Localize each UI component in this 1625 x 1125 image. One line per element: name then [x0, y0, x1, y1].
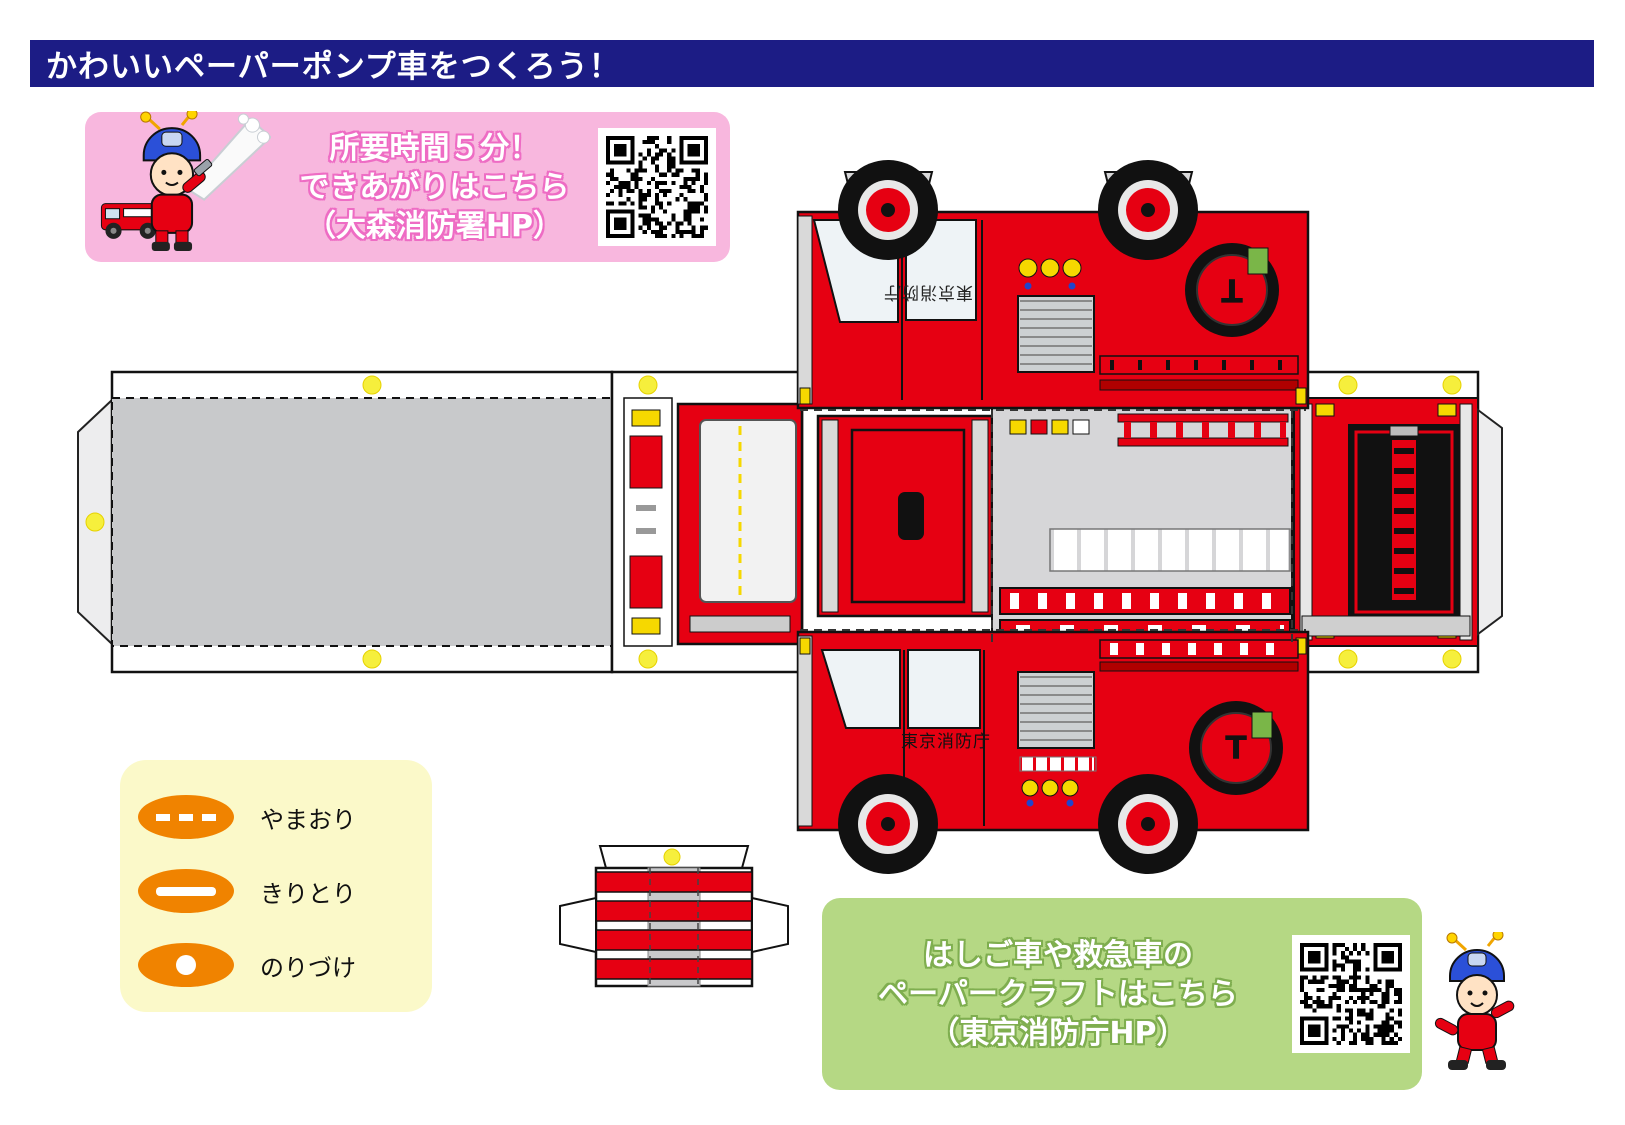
mountain-fold-icon [138, 795, 234, 839]
hose-reel: T [1185, 243, 1279, 337]
roof-hatch [898, 492, 924, 540]
front-panel [610, 370, 804, 674]
qr-code-tfd [1292, 935, 1410, 1053]
papercraft-promo-box: はしご車や救急車の ペーパークラフトはこちら （東京消防庁HP） [822, 898, 1422, 1090]
page-banner: かわいいペーパーポンプ車をつくろう！ [30, 40, 1594, 87]
legend-row-kiritori: きりとり [138, 860, 432, 922]
wheel [838, 774, 938, 874]
wheel [838, 160, 938, 260]
ladder [1099, 355, 1299, 375]
windshield-front [699, 419, 797, 603]
fold-legend: やまおり きりとり のりづけ [120, 760, 432, 1012]
svg-text:T: T [1225, 729, 1247, 767]
shutter-compartment [1017, 295, 1095, 373]
hose-box-piece [559, 845, 789, 988]
windshield [820, 649, 901, 729]
qr-code-omori [598, 128, 716, 246]
legend-label: やまおり [260, 805, 356, 834]
legend-row-yamaori: やまおり [138, 786, 432, 848]
hose-reel: T [1189, 701, 1283, 795]
promo-line-1: はしご車や救急車の [923, 937, 1193, 973]
roof-panel [77, 370, 614, 674]
wheel [1098, 774, 1198, 874]
rear-panel [1292, 370, 1503, 674]
legend-label: のりづけ [260, 953, 356, 982]
cut-line-icon [138, 869, 234, 913]
completion-info-box: 所要時間５分！ できあがりはこちら （大森消防署HP） [85, 108, 730, 262]
truck-side-bottom: T 東京消防庁 [796, 630, 1310, 874]
shutter-compartment [1017, 671, 1095, 749]
info-line-2: できあがりはこちら [299, 169, 570, 205]
info-line-3: （大森消防署HP） [305, 208, 564, 244]
promo-line-2: ペーパークラフトはこちら [878, 976, 1238, 1012]
glue-spot-icon [138, 943, 234, 987]
equipment-deck [991, 407, 1293, 649]
page-title: かわいいペーパーポンプ車をつくろう！ [46, 49, 621, 85]
legend-label: きりとり [260, 879, 356, 908]
ladder [1099, 639, 1299, 659]
agency-label-top: 東京消防庁 [883, 282, 973, 302]
agency-label-bottom: 東京消防庁 [901, 732, 991, 752]
truck-side-top: T 東京消防庁 [796, 160, 1310, 410]
mascot-firefighter-right [1428, 929, 1520, 1077]
cab-roof-panel [816, 414, 994, 618]
svg-text:T: T [1221, 271, 1243, 309]
promo-line-3: （東京消防庁HP） [929, 1015, 1187, 1051]
fold-lines [800, 409, 1306, 646]
info-line-1: 所要時間５分！ [329, 130, 540, 166]
legend-row-norizuke: のりづけ [138, 934, 432, 996]
door-window [907, 649, 981, 729]
mascot-firefighter-left [99, 108, 273, 257]
wheel [1098, 160, 1198, 260]
